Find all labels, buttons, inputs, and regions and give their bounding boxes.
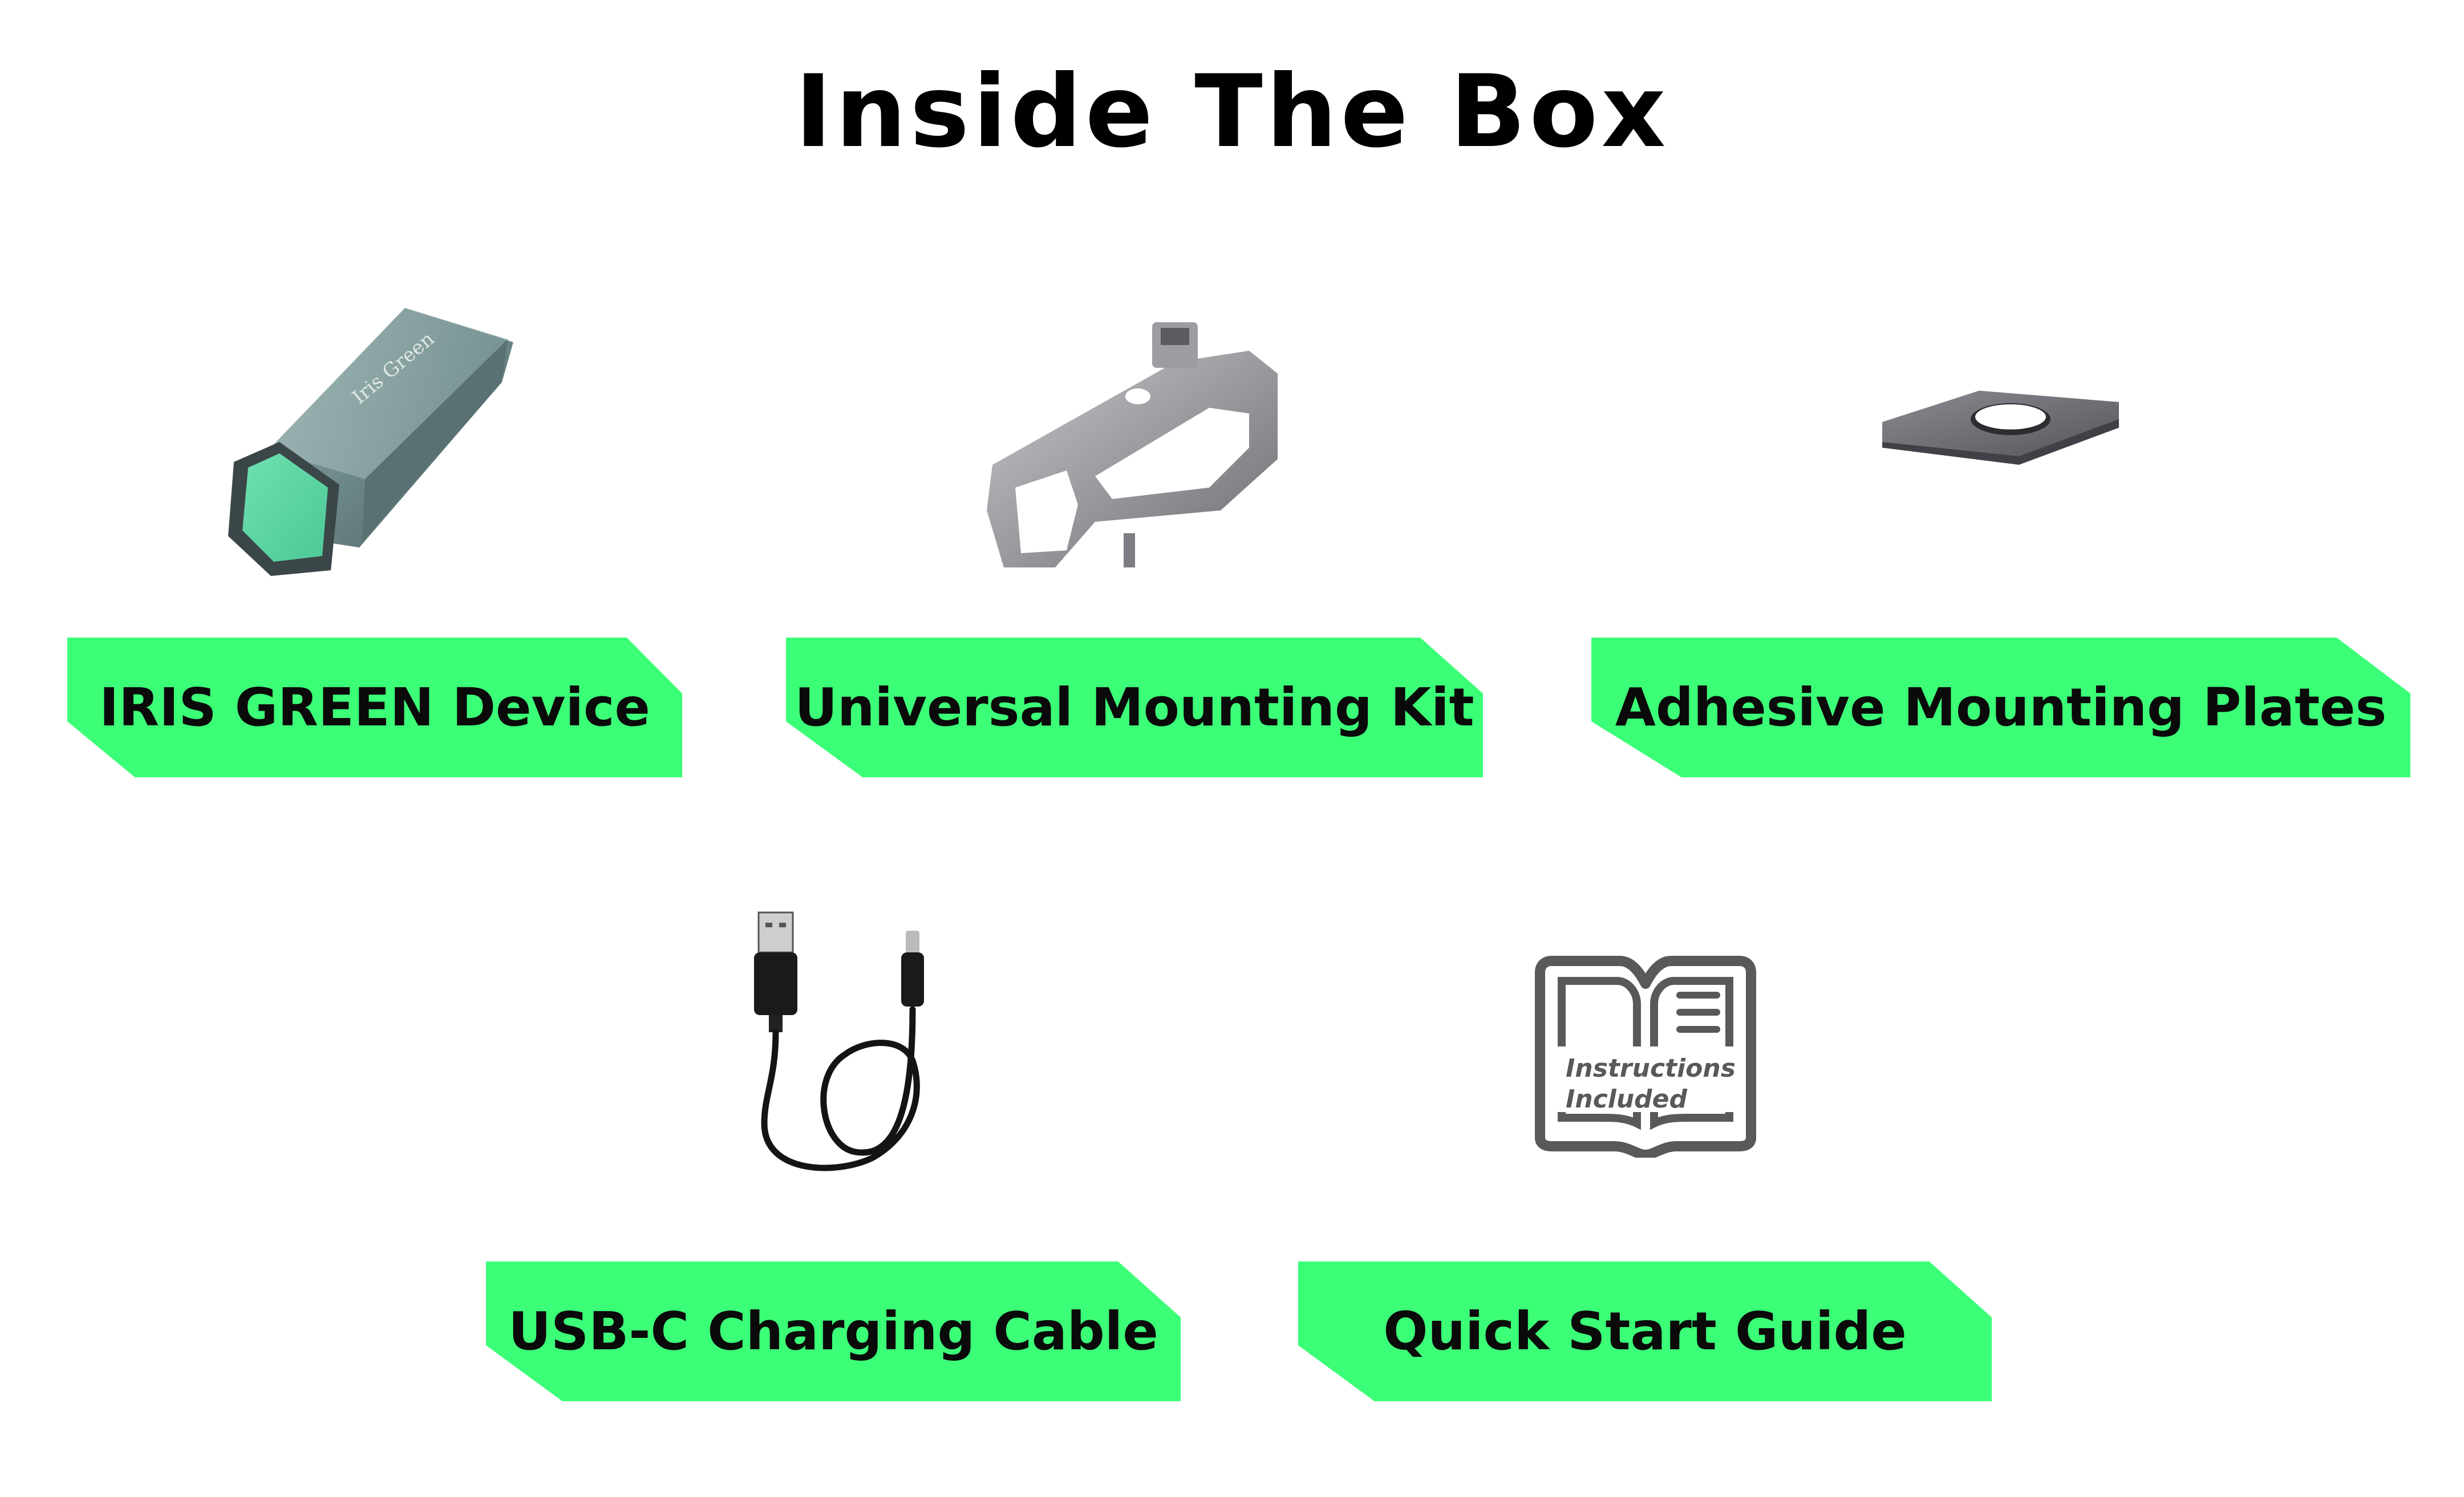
usb-c-cable-image	[741, 907, 947, 1180]
item-label-quick-start: Quick Start Guide	[1298, 1261, 1992, 1401]
mounting-kit-image	[981, 317, 1289, 585]
quick-start-label-text: Quick Start Guide	[1383, 1301, 1907, 1362]
item-label-mounting-kit: Universal Mounting Kit	[786, 638, 1483, 777]
mounting-kit-label-text: Universal Mounting Kit	[795, 677, 1474, 738]
item-label-adhesive-plates: Adhesive Mounting Plates	[1591, 638, 2410, 777]
item-label-usb-cable: USB-C Charging Cable	[486, 1261, 1181, 1401]
adhesive-plate-image	[1877, 385, 2127, 476]
usb-cable-label-text: USB-C Charging Cable	[508, 1301, 1158, 1362]
page-title: Inside The Box	[795, 54, 1669, 170]
iris-green-device-image: Iris Green	[217, 297, 536, 587]
guide-text-line2: Included	[1566, 1085, 1688, 1114]
adhesive-plates-label-text: Adhesive Mounting Plates	[1615, 677, 2387, 738]
instructions-book-icon: Instructions Included	[1534, 952, 1757, 1160]
guide-text-line1: Instructions	[1566, 1054, 1736, 1083]
device-label-text: IRIS GREEN Device	[99, 677, 650, 738]
item-label-device: IRIS GREEN Device	[67, 638, 682, 777]
